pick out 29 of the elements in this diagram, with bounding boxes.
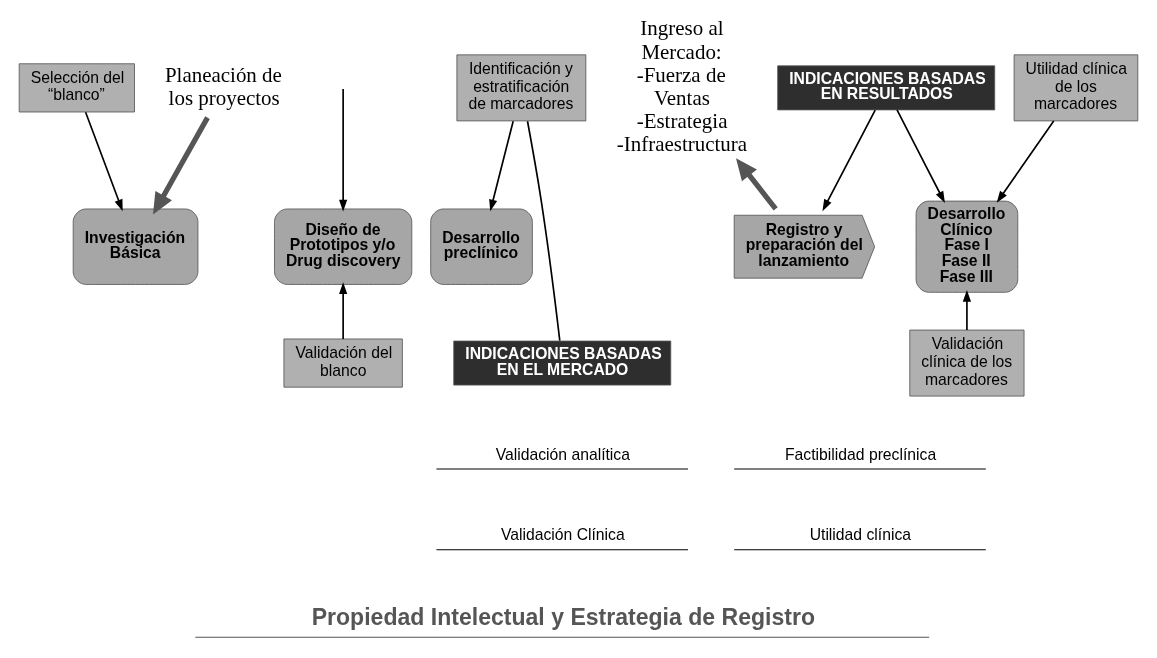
node-box: Validación clínica de los marcadores	[909, 329, 1025, 397]
node-box: Desarrollo Clínico Fase I Fase II Fase III	[915, 200, 1019, 293]
arrow	[153, 116, 210, 215]
label: Propiedad Intelectual y Estrategia de Registro	[311, 604, 816, 631]
node-box: Validación del blanco	[283, 338, 403, 388]
label: Validación analítica	[495, 445, 630, 463]
arrow	[822, 109, 876, 212]
label: Utilidad clínica	[809, 526, 912, 544]
node-box: Identificación y estratificación de marcadores	[456, 54, 587, 122]
arrow	[736, 158, 778, 211]
node-box: Investigación Básica	[72, 208, 199, 285]
arrow	[84, 111, 123, 212]
arrow	[962, 289, 972, 331]
node-box: Diseño de Prototipos y/o Drug discovery	[274, 208, 413, 285]
label: Factibilidad preclínica	[785, 445, 937, 463]
node-box: Utilidad clínica de los marcadores	[1013, 54, 1139, 122]
arrow	[339, 88, 348, 212]
node-box: Selección del “blanco”	[18, 63, 135, 113]
node-text: Planeación de los proyectos	[164, 62, 282, 110]
node-text: Ingreso al Mercado: -Fuerza de Ventas -Estrategia -Infraestructura	[616, 16, 748, 156]
node-box: Desarrollo preclínico	[430, 208, 533, 285]
node-box: INDICACIONES BASADAS EN RESULTADOS	[777, 65, 996, 111]
arrow	[489, 120, 514, 212]
arrow	[339, 282, 348, 340]
arrow	[996, 120, 1055, 203]
node-box: INDICACIONES BASADAS EN EL MERCADO	[453, 340, 672, 386]
arrow	[896, 109, 945, 203]
label: Validación Clínica	[500, 526, 625, 544]
connector	[526, 120, 561, 342]
